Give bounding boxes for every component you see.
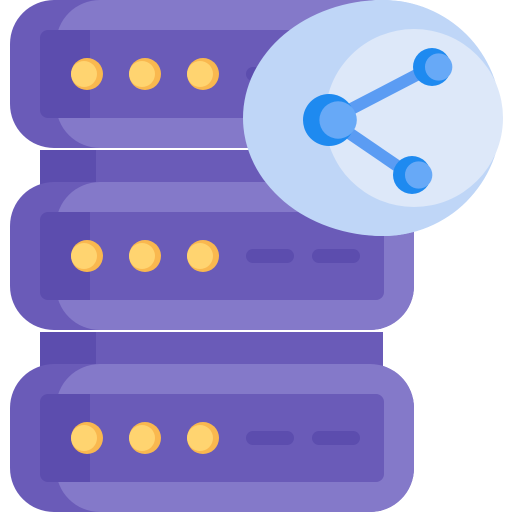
led-inner	[71, 425, 97, 451]
connector-shade	[40, 332, 96, 368]
led-inner	[187, 61, 213, 87]
server-panel-shade	[40, 394, 90, 482]
led-inner	[187, 425, 213, 451]
connector-body	[40, 332, 383, 368]
server-panel-shade	[40, 30, 90, 118]
badge-circle-front	[325, 29, 503, 207]
status-led	[71, 240, 103, 272]
share-node	[303, 94, 357, 146]
status-led	[71, 58, 103, 90]
share-badge	[243, 0, 503, 236]
share-icon	[303, 48, 453, 194]
status-led	[129, 240, 161, 272]
node-inner	[424, 53, 453, 81]
led-inner	[129, 61, 155, 87]
drive-slot	[246, 249, 294, 263]
drive-slot	[312, 431, 360, 445]
led-inner	[71, 243, 97, 269]
node-inner	[404, 161, 433, 189]
drive-slot	[312, 249, 360, 263]
status-led	[71, 422, 103, 454]
led-inner	[129, 425, 155, 451]
connector-shade	[40, 150, 96, 186]
led-inner	[187, 243, 213, 269]
drive-slot	[246, 431, 294, 445]
status-led	[187, 58, 219, 90]
share-node	[413, 48, 453, 86]
node-inner	[319, 101, 357, 139]
status-led	[129, 58, 161, 90]
led-inner	[71, 61, 97, 87]
status-led	[187, 240, 219, 272]
status-led	[129, 422, 161, 454]
led-inner	[129, 243, 155, 269]
server-unit	[10, 364, 414, 512]
server-panel-shade	[40, 212, 90, 300]
unit-connector	[40, 332, 383, 368]
share-node	[393, 156, 433, 194]
status-led	[187, 422, 219, 454]
